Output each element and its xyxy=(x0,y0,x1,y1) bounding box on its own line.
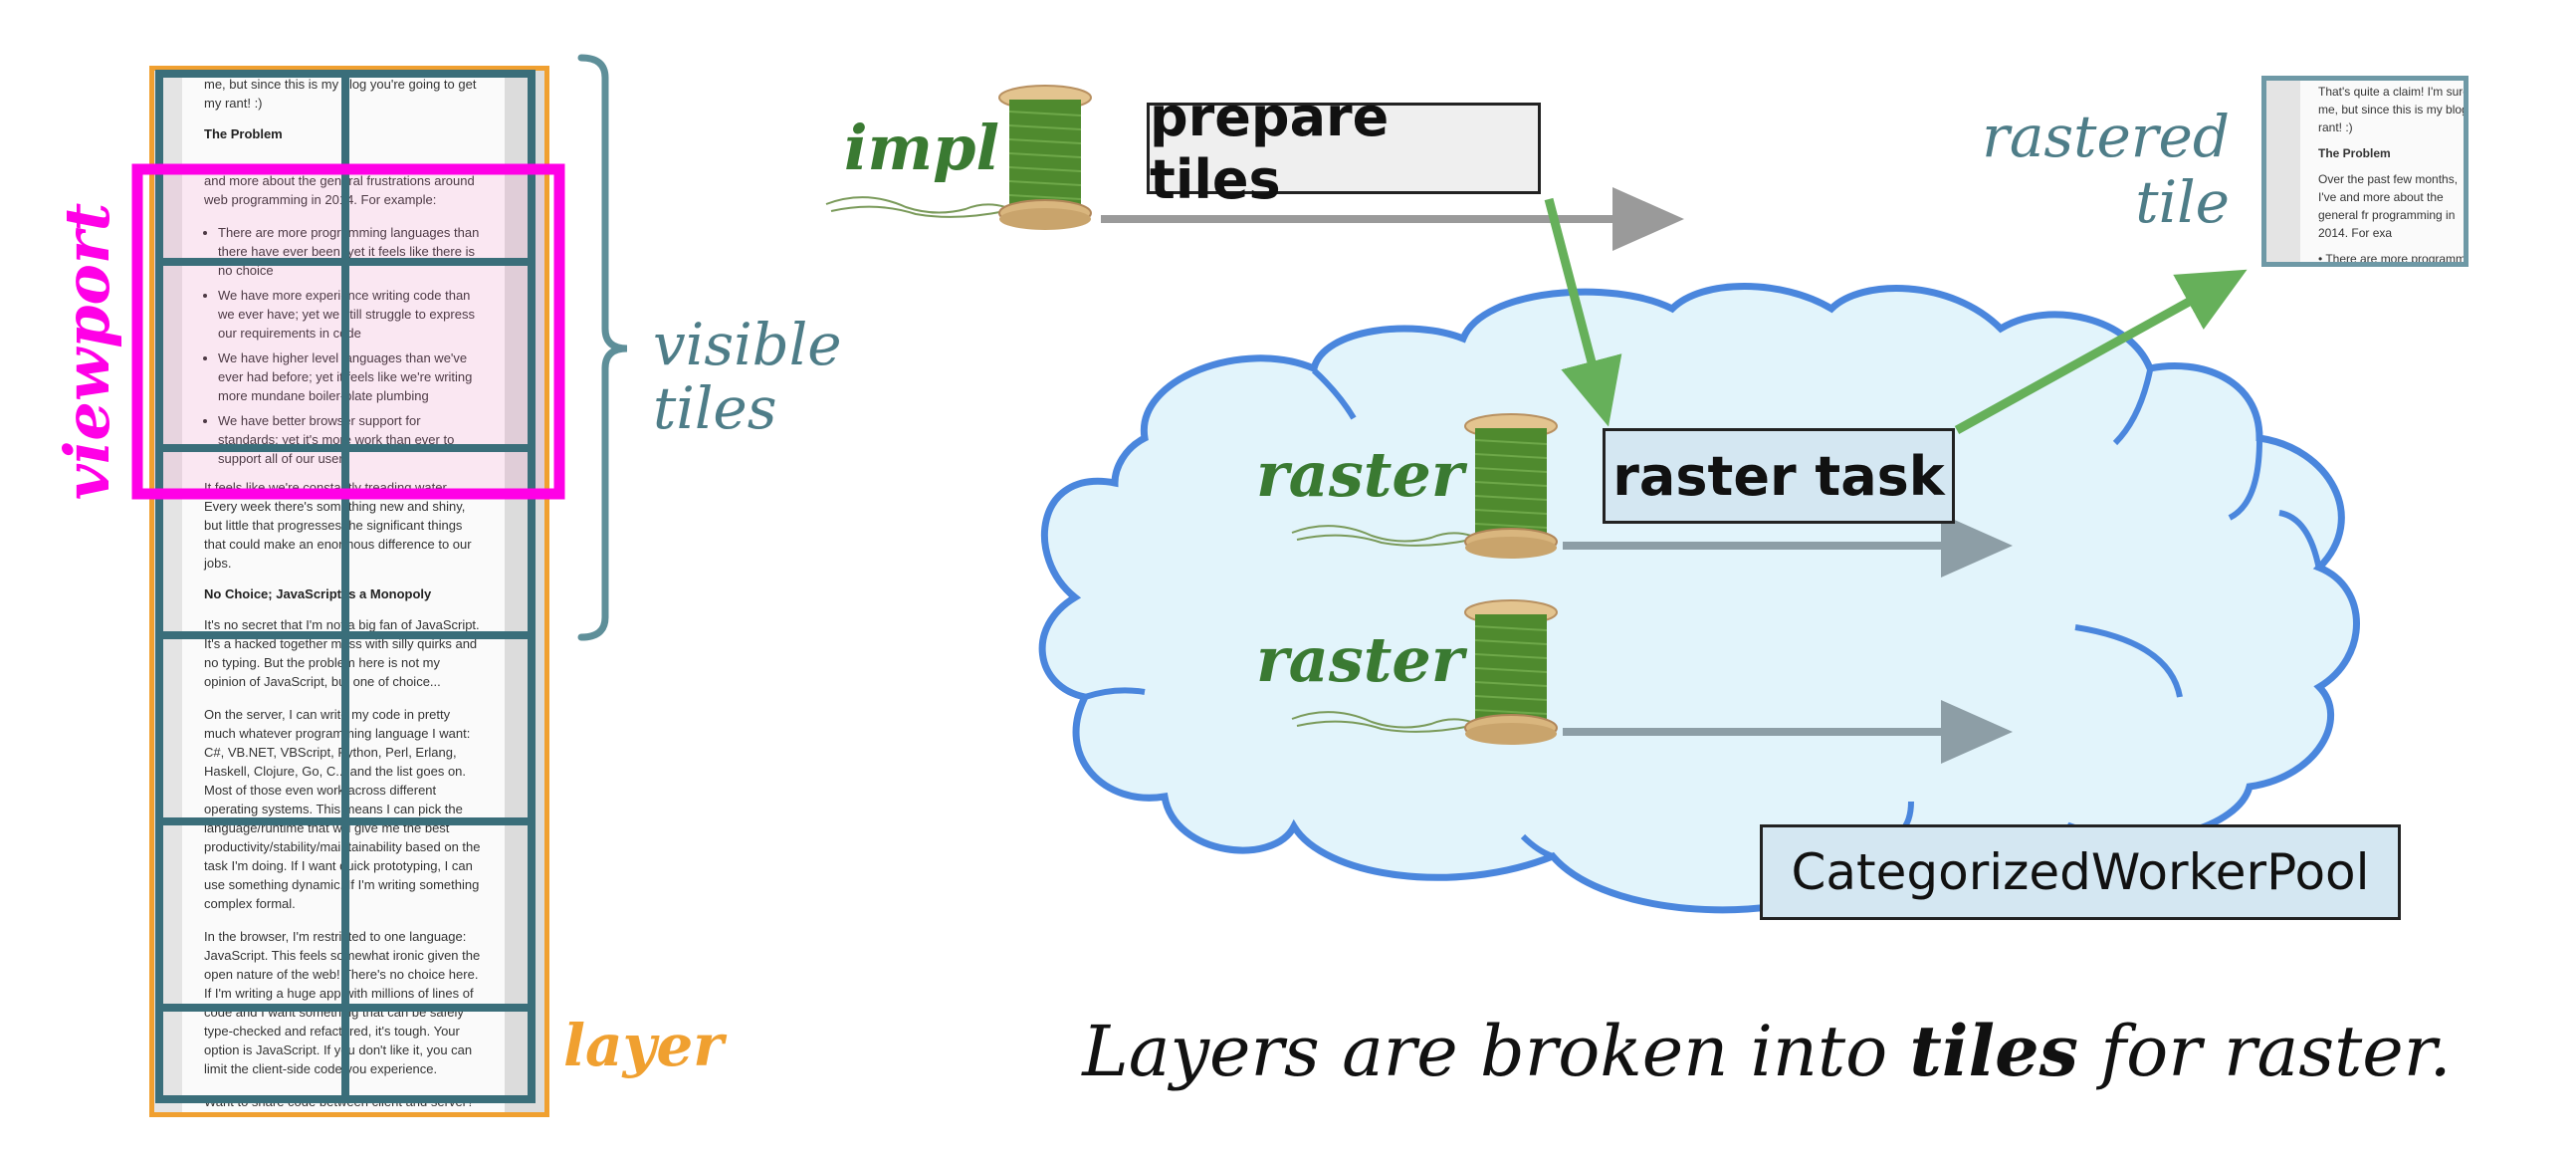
cloud-puff-line xyxy=(2112,369,2153,446)
doc-heading-nochoice: No Choice; JavaScript is a Monopoly xyxy=(204,586,432,601)
doc-para-secret: It's no secret that I'm not a big fan of… xyxy=(204,617,480,689)
caption-bold: tiles xyxy=(1909,1010,2079,1092)
page-margin-right xyxy=(505,71,544,1112)
cloud-puff-line xyxy=(2074,624,2183,698)
caption-part1: Layers are broken into xyxy=(1082,1011,1910,1092)
viewport-label: viewport xyxy=(51,202,123,501)
tile-margin xyxy=(2266,81,2300,262)
visible-tiles-label-line1: visible xyxy=(653,311,842,378)
rastered-tile-label-line2: tile xyxy=(2135,168,2230,236)
raster-task-box: raster task xyxy=(1603,428,1955,524)
tile-heading: The Problem xyxy=(2318,146,2391,160)
cloud-puff-line xyxy=(1520,833,1555,859)
tile-grid xyxy=(155,70,536,1103)
doc-para-server: On the server, I can write my code in pr… xyxy=(204,707,481,911)
tile-text-line: me, but since this is my blog yo xyxy=(2318,103,2469,116)
rastered-tile-label-line1: rastered xyxy=(1982,103,2230,170)
raster-label-2: raster xyxy=(1256,623,1464,696)
doc-heading-problem: The Problem xyxy=(204,126,283,141)
caption: Layers are broken into tiles for raster. xyxy=(1055,1010,2478,1092)
spool-icon xyxy=(1291,599,1558,745)
rastered-tile-thumbnail: That's quite a claim! I'm sure m me, but… xyxy=(2261,76,2469,267)
worker-pool-box: CategorizedWorkerPool xyxy=(1760,824,2401,920)
doc-bullet: We have better browser support for stand… xyxy=(218,411,483,468)
caption-part2: for raster. xyxy=(2078,1011,2452,1092)
raster-task-label: raster task xyxy=(1612,444,1945,508)
cloud-puff-line xyxy=(1311,367,1357,420)
prepare-tiles-box: prepare tiles xyxy=(1147,86,1541,211)
prepare-to-raster-arrow xyxy=(1544,197,1622,427)
rastered-tile-label: rastered tile xyxy=(1951,104,2230,235)
tile-bullet: • There are more programmi xyxy=(2318,252,2469,266)
cloud-puff-line xyxy=(2228,439,2262,521)
viewport-rect xyxy=(131,163,565,500)
tile-document-text: That's quite a claim! I'm sure m me, but… xyxy=(2318,83,2469,266)
raster-to-tile-arrow xyxy=(1954,269,2248,434)
visible-tiles-label-line2: tiles xyxy=(653,374,777,442)
layer-label: layer xyxy=(563,1012,724,1079)
raster-label-1: raster xyxy=(1256,438,1464,511)
cloud-shape xyxy=(1038,283,2360,914)
visible-tiles-label: visible tiles xyxy=(653,313,842,440)
tile-text-line: That's quite a claim! I'm sure m xyxy=(2318,85,2469,99)
tile-paragraph: Over the past few months, I've and more … xyxy=(2318,172,2459,240)
spool-icon xyxy=(825,85,1092,230)
layer-document-text: me, but since this is my blog you're goi… xyxy=(204,75,483,1112)
prepare-tiles-label: prepare tiles xyxy=(1150,86,1390,211)
doc-para-frustrations: and more about the general frustrations … xyxy=(204,173,475,207)
tile-bullet-text: There are more programmi xyxy=(2325,252,2469,266)
spool-icon xyxy=(1291,413,1558,559)
worker-cloud xyxy=(1038,283,2360,914)
tile-text-line: rant! :) xyxy=(2318,120,2353,134)
cloud-puff-line xyxy=(1084,687,1146,700)
cloud-puff-line xyxy=(2278,510,2322,571)
doc-para-browser: In the browser, I'm restricted to one la… xyxy=(204,929,481,1076)
impl-label: impl xyxy=(844,112,1000,184)
worker-pool-label: CategorizedWorkerPool xyxy=(1791,843,2370,901)
doc-intro: me, but since this is my blog you're goi… xyxy=(204,77,477,111)
doc-para-water: It feels like we're constantly treading … xyxy=(204,480,472,571)
visible-tiles-bracket xyxy=(577,54,628,641)
